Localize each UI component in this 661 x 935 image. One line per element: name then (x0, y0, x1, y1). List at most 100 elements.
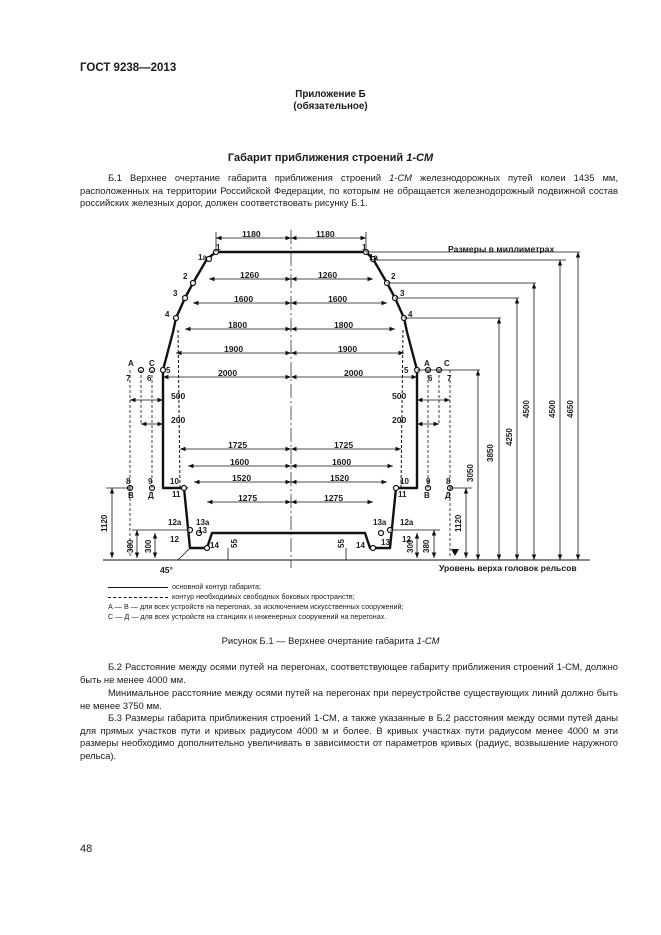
dim-1725-left: 1725 (228, 440, 248, 450)
paragraph-b3: Б.3 Размеры габарита приближения строени… (80, 712, 618, 761)
dim-1900-right: 1900 (338, 344, 358, 354)
dim-2000-right: 2000 (344, 368, 364, 378)
dim-1725-right: 1725 (334, 440, 354, 450)
pt-1a-left: 1а (198, 253, 207, 262)
letter-b-left: В (128, 491, 134, 500)
letter-c-right: С (444, 359, 450, 368)
letter-d-left: Д (148, 491, 154, 500)
letter-d-right: Д (445, 491, 451, 500)
paragraph-b2: Б.2 Расстояние между осями путей на пере… (80, 661, 618, 685)
dim-500-right: 500 (392, 391, 407, 401)
dim-4500: 4500 (522, 400, 531, 418)
pt-2-left: 2 (183, 272, 188, 281)
pt-12-left: 12 (170, 535, 179, 544)
units-note: Размеры в миллиметрах (448, 244, 555, 254)
pt-4-left: 4 (165, 310, 170, 319)
pt-5-right: 5 (404, 366, 409, 375)
pt-6-right: 6 (428, 374, 433, 383)
pt-8-right: 8 (446, 477, 451, 486)
pt-12-right: 12 (402, 535, 411, 544)
section-title: Габарит приближения строений 1-СМ (227, 152, 434, 164)
legend-free: контур необходимых свободных боковых про… (108, 592, 355, 601)
pt-11-right: 11 (398, 490, 407, 499)
dim-1180-left: 1180 (242, 229, 261, 239)
legend-dashed-line (108, 596, 168, 598)
legend-main: основной контур габарита; (108, 582, 261, 591)
dim-1120-right: 1120 (454, 514, 463, 532)
pt-7-left: 7 (126, 374, 131, 383)
dim-1275-left: 1275 (238, 493, 258, 503)
dim-300-right: 300 (406, 539, 415, 553)
dim-1260-left: 1260 (240, 270, 260, 280)
legend-solid-line (108, 586, 168, 588)
dim-1120-left: 1120 (100, 514, 109, 532)
pt-2-right: 2 (391, 272, 396, 281)
dim-55-left: 55 (230, 539, 239, 548)
pt-14-right: 14 (356, 541, 365, 550)
pt-1-right: 1 (362, 243, 367, 252)
dim-3850: 3850 (486, 444, 495, 462)
dim-1520-right: 1520 (330, 473, 350, 483)
legend-cd: С — Д — для всех устройств на станциях и… (108, 612, 387, 621)
dim-1900-left: 1900 (224, 344, 244, 354)
dim-3050: 3050 (466, 464, 475, 482)
paragraph-b1: Б.1 Верхнее очертание габарита приближен… (80, 172, 618, 209)
legend-ab: А — В — для всех устройств на перегонах,… (108, 602, 404, 611)
letter-a-right: А (424, 359, 430, 368)
dim-4500b: 4500 (548, 400, 557, 418)
page-number: 48 (80, 843, 93, 855)
appendix-heading: Приложение Б (обязательное) (0, 89, 661, 113)
pt-11-left: 11 (172, 490, 181, 499)
dim-4650: 4650 (566, 400, 575, 418)
pt-3-right: 3 (400, 289, 405, 298)
dim-1275-right: 1275 (324, 493, 344, 503)
pt-8-left: 8 (126, 477, 131, 486)
pt-10-right: 10 (400, 477, 409, 486)
pt-7-right: 7 (447, 374, 452, 383)
inner-free-space (177, 329, 188, 489)
pt-13-left: 13 (198, 526, 207, 535)
standard-header: ГОСТ 9238—2013 (80, 62, 177, 74)
pt-13-right: 13 (381, 538, 390, 547)
main-contour (161, 250, 419, 550)
dim-1600-left: 1600 (234, 294, 254, 304)
pt-1a-right: 1а (369, 253, 378, 262)
pt-14-left: 14 (210, 541, 219, 550)
pt-9-left: 9 (148, 477, 153, 486)
pt-6-left: 6 (147, 374, 152, 383)
angle-label: 45° (160, 565, 173, 575)
dim-1800-right: 1800 (334, 320, 354, 330)
pt-3-left: 3 (173, 289, 178, 298)
dim-1800-left: 1800 (228, 320, 248, 330)
dim-1520-left: 1520 (232, 473, 252, 483)
pt-13a-left: 13а (196, 518, 210, 527)
appendix-title: Приложение Б (295, 89, 366, 100)
letter-b-right: В (424, 491, 430, 500)
dim-2000-left: 2000 (218, 368, 238, 378)
pt-1-left: 1 (216, 243, 221, 252)
dim-200-right: 200 (392, 415, 407, 425)
rail-level-mark (451, 549, 459, 556)
point-1a-left (205, 255, 213, 263)
pt-9-right: 9 (426, 477, 431, 486)
pt-13a-right: 13а (373, 518, 387, 527)
pt-10-left: 10 (170, 477, 179, 486)
pt-12a-left: 12а (168, 518, 182, 527)
pt-5-left: 5 (166, 366, 171, 375)
dim-200-left: 200 (171, 415, 186, 425)
dim-1600b-left: 1600 (230, 457, 250, 467)
dim-1260-right: 1260 (318, 270, 338, 280)
pt-12a-right: 12а (400, 518, 414, 527)
rail-level-label: Уровень верха головок рельсов (439, 563, 577, 573)
inner-free-space-right (393, 329, 404, 489)
dim-1180-right: 1180 (316, 229, 335, 239)
dim-380-left: 380 (126, 539, 135, 553)
dim-500-left: 500 (171, 391, 186, 401)
dim-1600b-right: 1600 (332, 457, 352, 467)
dim-300-left: 300 (144, 539, 153, 553)
appendix-status: (обязательное) (293, 101, 368, 112)
dim-380-right: 380 (422, 539, 431, 553)
letter-c-left: С (149, 359, 155, 368)
dim-1600-right: 1600 (328, 294, 348, 304)
